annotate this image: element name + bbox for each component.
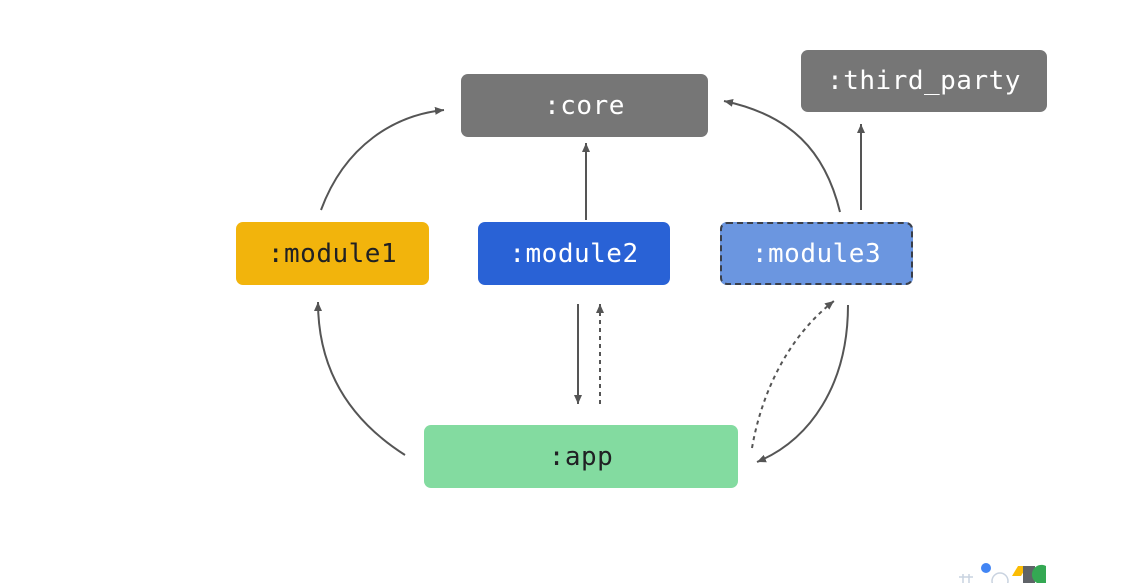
edge-app-to-module3-dashed <box>751 300 835 449</box>
edge-module1-to-core <box>320 106 445 211</box>
app-module-label: :app <box>548 441 614 472</box>
core-module-label: :core <box>544 90 625 121</box>
module1-node: :module1 <box>236 222 429 285</box>
module3-node: :module3 <box>720 222 913 285</box>
edge-module3-to-app <box>756 304 849 463</box>
third-party-module-node: :third_party <box>801 50 1047 112</box>
core-module-node: :core <box>461 74 708 137</box>
edge-app-to-module1 <box>314 301 406 456</box>
module2-node: :module2 <box>478 222 670 285</box>
module2-label: :module2 <box>509 238 639 269</box>
module3-label: :module3 <box>751 238 882 269</box>
app-module-node: :app <box>424 425 738 488</box>
edge-module3-to-core <box>723 98 841 213</box>
google-io-logo-icon <box>959 563 1046 583</box>
third-party-module-label: :third_party <box>827 66 1021 96</box>
module1-label: :module1 <box>267 238 398 269</box>
